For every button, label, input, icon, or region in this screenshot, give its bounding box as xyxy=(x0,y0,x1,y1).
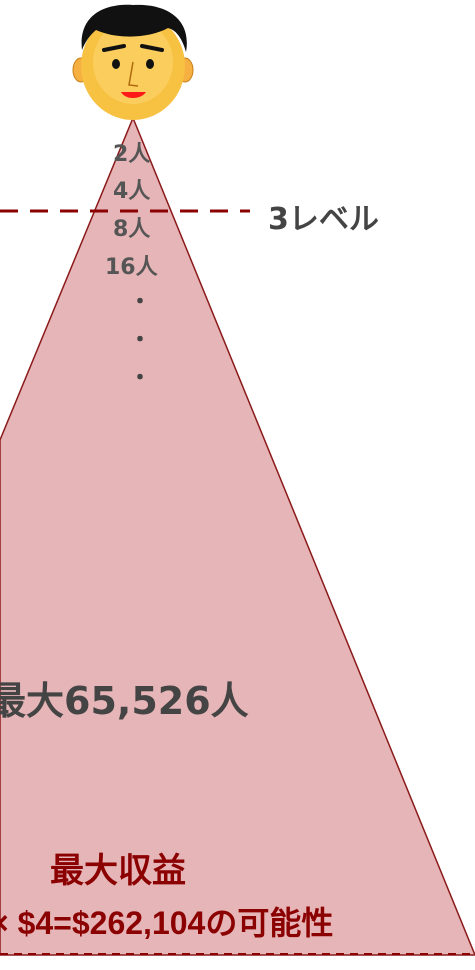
pyramid-triangle xyxy=(0,116,475,956)
profit-formula: × $4=$262,104の可能性 xyxy=(0,905,334,941)
level-count-4: 16人 xyxy=(105,255,158,280)
man-face-icon xyxy=(72,4,194,120)
ellipsis-dot-1: ・ xyxy=(129,290,152,315)
level-count-3: 8人 xyxy=(113,217,151,242)
ellipsis-dot-2: ・ xyxy=(129,328,152,353)
max-member-count: 最大65,526人 xyxy=(0,679,249,723)
profit-title: 最大収益 xyxy=(50,851,186,891)
level-count-1: 2人 xyxy=(113,142,151,167)
ellipsis-dot-3: ・ xyxy=(129,366,152,391)
level-count-2: 4人 xyxy=(113,179,151,204)
level-label: 3レベル xyxy=(268,202,379,237)
